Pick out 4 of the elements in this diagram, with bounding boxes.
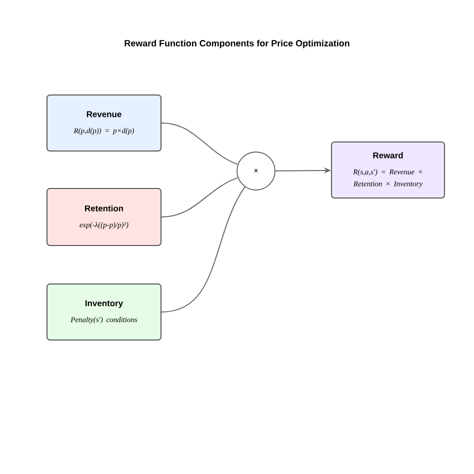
connector xyxy=(161,122,238,165)
title: Reward Function Components for Price Optimization xyxy=(124,40,350,48)
connector xyxy=(161,186,246,312)
connector xyxy=(161,177,238,218)
